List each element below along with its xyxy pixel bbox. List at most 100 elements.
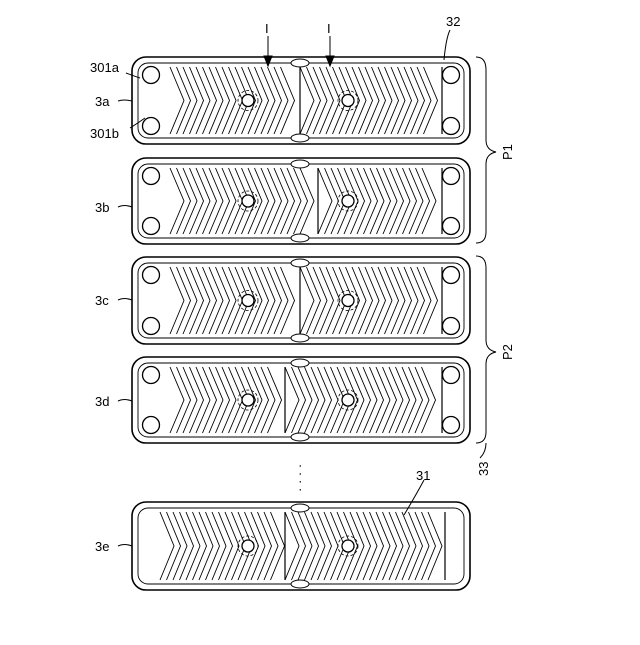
chevron-ridge	[203, 168, 217, 234]
chevron-ridge	[203, 267, 217, 334]
boss-circle	[342, 295, 354, 307]
chevron-ridge	[203, 67, 217, 134]
chevron-ridge	[292, 367, 306, 433]
chevron-ridge	[292, 512, 306, 580]
chevron-ridge	[177, 267, 191, 334]
chevron-ridge	[389, 367, 403, 433]
gasket-notch	[291, 160, 309, 168]
chevron-ridge	[390, 168, 404, 234]
chevron-ridge	[365, 267, 379, 334]
boss-circle	[342, 95, 354, 107]
chevron-ridge	[268, 267, 282, 334]
chevron-ridge	[271, 512, 285, 580]
chevron-ridge	[222, 67, 236, 134]
chevron-ridge	[378, 67, 392, 134]
chevron-ridge	[170, 267, 184, 334]
chevron-ridge	[160, 512, 174, 580]
chevron-ridge	[391, 267, 405, 334]
port-hole	[143, 67, 160, 84]
chevron-ridge	[281, 168, 295, 234]
chevron-ridge	[183, 267, 197, 334]
plate-3e	[132, 502, 470, 590]
chevron-ridge	[170, 367, 184, 433]
chevron-ridge	[298, 512, 312, 580]
chevron-ridge	[261, 168, 275, 234]
chevron-ridge	[209, 168, 223, 234]
chevron-ridge	[203, 367, 217, 433]
label-301a: 301a	[90, 60, 120, 75]
chevron-ridge	[415, 367, 429, 433]
chevron-ridge	[281, 267, 295, 334]
chevron-ridge	[396, 168, 410, 234]
chevron-ridge	[206, 512, 220, 580]
chevron-ridge	[255, 67, 269, 134]
chevron-ridge	[229, 367, 243, 433]
chevron-ridge	[409, 168, 423, 234]
chevron-ridge	[305, 512, 319, 580]
plate-outline-outer	[132, 502, 470, 590]
chevron-ridge	[196, 168, 210, 234]
chevron-ridge	[415, 512, 429, 580]
chevron-ridge	[359, 67, 373, 134]
label-plate-3e: 3e	[95, 539, 109, 554]
gasket-notch	[291, 334, 309, 342]
chevron-ridge	[219, 512, 233, 580]
chevron-ridge	[183, 67, 197, 134]
chevron-ridge	[385, 267, 399, 334]
leader-31	[404, 480, 424, 515]
port-hole	[443, 118, 460, 135]
chevron-ridge	[398, 267, 412, 334]
boss-circle	[242, 95, 254, 107]
chevron-ridge	[183, 367, 197, 433]
port-hole	[143, 417, 160, 434]
port-hole	[143, 267, 160, 284]
chevron-ridge	[370, 512, 384, 580]
leader-32	[444, 30, 450, 60]
chevron-ridge	[170, 67, 184, 134]
chevron-ridge	[264, 512, 278, 580]
chevron-ridge	[417, 67, 431, 134]
chevron-ridge	[285, 512, 299, 580]
chevron-ridge	[370, 367, 384, 433]
chevron-ridge	[268, 168, 282, 234]
chevron-ridge	[325, 168, 339, 234]
gasket-notch	[291, 259, 309, 267]
chevron-ridge	[209, 367, 223, 433]
label-pattern-31: 31	[416, 468, 430, 483]
gasket-notch	[291, 433, 309, 441]
chevron-ridge	[173, 512, 187, 580]
chevron-ridge	[225, 512, 239, 580]
chevron-ridge	[229, 67, 243, 134]
chevron-ridge	[411, 67, 425, 134]
leader-3d	[118, 400, 132, 402]
chevron-ridge	[376, 367, 390, 433]
annotations-layer	[118, 30, 496, 546]
chevron-ridge	[378, 267, 392, 334]
chevron-ridge	[396, 512, 410, 580]
plate-3a	[132, 57, 470, 144]
port-hole	[443, 267, 460, 284]
chevron-ridge	[313, 267, 327, 334]
chevron-ridge	[377, 168, 391, 234]
chevron-ridge	[180, 512, 194, 580]
chevron-ridge	[320, 67, 334, 134]
boss-circle	[342, 540, 354, 552]
chevron-ridge	[357, 168, 371, 234]
port-hole	[143, 168, 160, 185]
chevron-ridge	[216, 267, 230, 334]
chevron-ridge	[402, 512, 416, 580]
gasket-notch	[291, 580, 309, 588]
plate-outline-inner	[138, 63, 464, 138]
label-301b: 301b	[90, 126, 119, 141]
boss-circle	[242, 295, 254, 307]
label-section-i-left: I	[265, 21, 269, 36]
brace-p2	[476, 256, 496, 443]
chevron-ridge	[274, 67, 288, 134]
chevron-ridge	[318, 168, 332, 234]
plate-outline-inner	[138, 263, 464, 338]
plate-3d	[132, 357, 470, 443]
chevron-ridge	[363, 367, 377, 433]
chevron-ridge	[409, 512, 423, 580]
boss-circle	[242, 540, 254, 552]
chevron-ridge	[274, 168, 288, 234]
